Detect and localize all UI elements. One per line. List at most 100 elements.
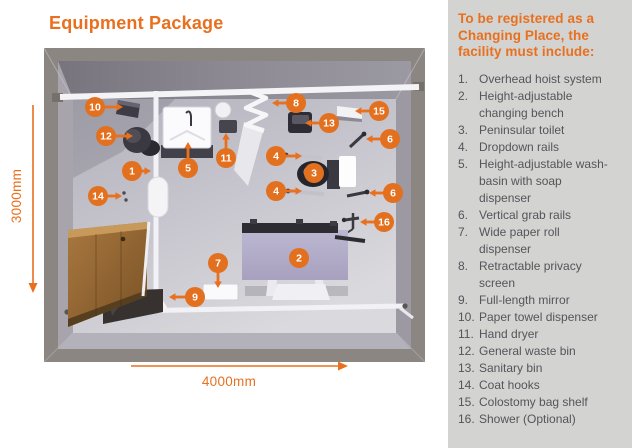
legend-heading: To be registered as a Changing Place, th… (458, 11, 595, 59)
legend-item-label: Shower (Optional) (479, 411, 576, 426)
paper-roll-dispenser-shape (202, 283, 239, 301)
svg-text:4: 4 (273, 151, 279, 163)
legend-item: 10. Paper towel dispenser (458, 309, 626, 326)
legend-item-number: 7. (458, 224, 469, 239)
paper-towel-dispenser-shape (116, 100, 140, 118)
legend-item: 1. Overhead hoist system (458, 71, 626, 88)
legend-item: 9. Full-length mirror (458, 292, 626, 309)
height-dimension-label: 3000mm (9, 169, 24, 223)
colostomy-bag-shelf-shape (337, 106, 362, 122)
marker-3: 3 (304, 163, 324, 183)
marker-11: 11 (216, 133, 236, 168)
svg-text:9: 9 (192, 292, 198, 304)
legend-item-number: 9. (458, 292, 469, 307)
svg-text:16: 16 (378, 217, 390, 229)
legend-item-number: 2. (458, 88, 469, 103)
legend-item: 14. Coat hooks (458, 377, 626, 394)
legend-item-label: Paper towel dispenser (479, 309, 598, 324)
legend-item: 4. Dropdown rails (458, 139, 626, 156)
legend-item-number: 5. (458, 156, 469, 171)
marker-7: 7 (208, 253, 228, 288)
privacy-screen-shape (234, 88, 269, 186)
legend-item-label: Height-adjustable wash- basin with soap … (479, 156, 608, 205)
legend-item-label: Coat hooks (479, 377, 540, 392)
svg-text:8: 8 (293, 98, 299, 110)
marker-4: 4 (266, 146, 302, 166)
diagram-pane: Equipment Package (9, 13, 426, 389)
marker-14: 14 (88, 186, 122, 206)
svg-text:6: 6 (390, 188, 396, 200)
legend-item-number: 16. (458, 411, 475, 426)
svg-text:3: 3 (311, 168, 317, 180)
marker-5: 5 (178, 142, 198, 178)
width-dimension-label: 4000mm (202, 374, 256, 389)
marker-8: 8 (272, 93, 306, 113)
svg-text:14: 14 (92, 191, 104, 203)
legend-item-label: Hand dryer (479, 326, 539, 341)
diagram-title: Equipment Package (49, 13, 224, 33)
marker-6: 6 (366, 129, 400, 149)
hand-dryer-shape (219, 120, 237, 133)
grab-rails-shape (346, 131, 370, 198)
legend-item-number: 12. (458, 343, 475, 358)
legend-item-number: 15. (458, 394, 475, 409)
marker-16: 16 (360, 212, 394, 232)
sanitary-bin-shape (288, 112, 312, 133)
svg-text:15: 15 (373, 106, 385, 118)
svg-text:13: 13 (323, 118, 335, 130)
legend-item-number: 8. (458, 258, 469, 273)
svg-text:5: 5 (185, 163, 191, 175)
marker-1: 1 (122, 161, 151, 181)
svg-text:6: 6 (387, 134, 393, 146)
legend-item: 2. Height-adjustable changing bench (458, 88, 626, 122)
legend-item-label: Vertical grab rails (479, 207, 572, 222)
legend-item: 16. Shower (Optional) (458, 411, 626, 428)
legend-item-number: 10. (458, 309, 475, 324)
legend-item-number: 1. (458, 71, 469, 86)
svg-text:2: 2 (296, 253, 302, 265)
svg-text:4: 4 (273, 186, 279, 198)
svg-text:12: 12 (100, 131, 112, 143)
legend-item: 15.Colostomy bag shelf (458, 394, 626, 411)
legend-item-label: Overhead hoist system (479, 71, 602, 86)
marker-4: 4 (266, 181, 302, 201)
legend-item-label: General waste bin (479, 343, 576, 358)
marker-12: 12 (96, 126, 133, 146)
legend-item-number: 6. (458, 207, 469, 222)
legend-item: 5. Height-adjustable wash- basin with soa… (458, 156, 626, 207)
legend-item-label: Dropdown rails (479, 139, 560, 154)
legend-item: 6. Vertical grab rails (458, 207, 626, 224)
marker-15: 15 (355, 101, 389, 121)
legend-item: 3. Peninsular toilet (458, 122, 626, 139)
legend-item-number: 3. (458, 122, 469, 137)
marker-2: 2 (289, 248, 309, 268)
marker-13: 13 (305, 113, 339, 133)
marker-9: 9 (169, 287, 205, 307)
entrance-door-shape (68, 221, 151, 327)
legend-item-label: Peninsular toilet (479, 122, 565, 137)
marker-10: 10 (85, 97, 123, 117)
legend-item-number: 13. (458, 360, 475, 375)
legend-item: 11. Hand dryer (458, 326, 626, 343)
legend-item: 13. Sanitary bin (458, 360, 626, 377)
svg-text:10: 10 (89, 102, 101, 114)
svg-text:7: 7 (215, 258, 221, 270)
room-walls (43, 47, 426, 363)
legend-item-label: Full-length mirror (479, 292, 570, 307)
legend-item-number: 11. (458, 326, 474, 341)
legend-list: 1. Overhead hoist system 2. Height-adjustab… (458, 71, 626, 428)
legend-item: 12. General waste bin (458, 343, 626, 360)
dimension-width: 4000mm (131, 361, 348, 389)
marker-6: 6 (369, 183, 403, 203)
dimension-height: 3000mm (9, 105, 38, 293)
legend-item-label: Retractable privacy screen (479, 258, 582, 290)
legend-item-label: Sanitary bin (479, 360, 543, 375)
legend-item: 8. Retractable privacy screen (458, 258, 626, 292)
legend-panel: To be registered as a Changing Place, th… (448, 0, 632, 448)
legend-item-label: Height-adjustable changing bench (479, 88, 573, 120)
legend-item-number: 4. (458, 139, 469, 154)
legend-item-number: 14. (458, 377, 475, 392)
